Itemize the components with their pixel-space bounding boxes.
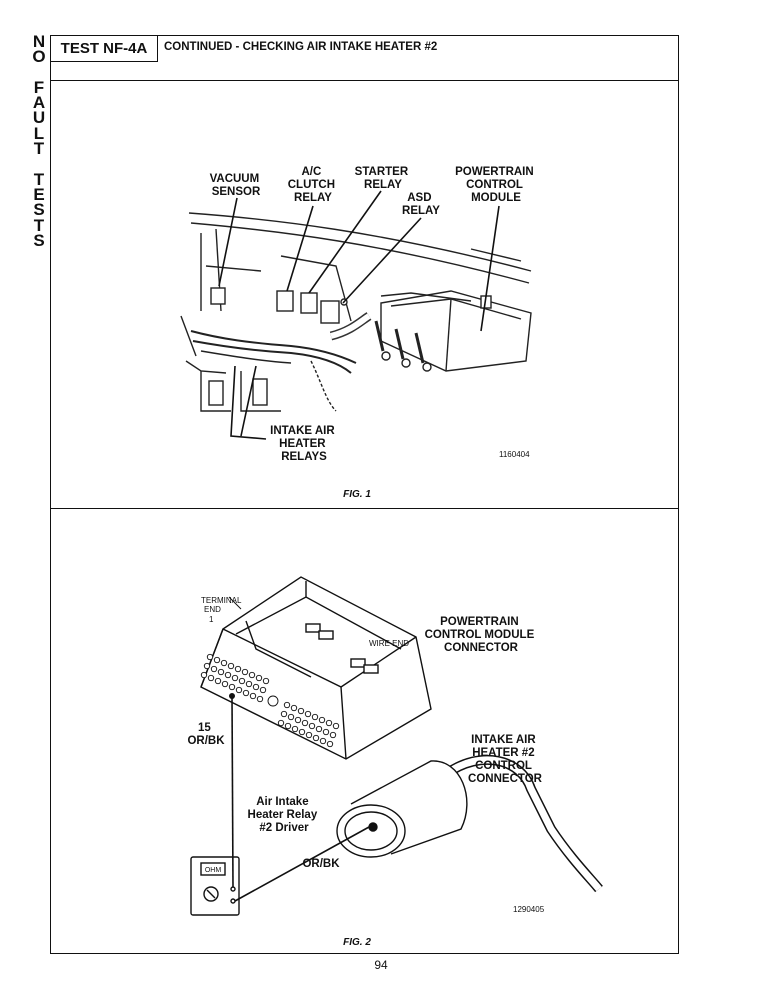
label-intake-air-heater-2-connector: INTAKE AIR HEATER #2 CONTROL CONNECTOR bbox=[468, 734, 543, 785]
figure-1-drawing: VACUUM SENSOR A/C CLUTCH RELAY STARTER R… bbox=[180, 166, 537, 500]
figure-2-drawing: OHM TERMINAL END 1 WIRE END POWERTRAIN C… bbox=[187, 576, 603, 948]
figure-2-caption: FIG. 2 bbox=[343, 937, 371, 948]
side-tab-letter: F bbox=[33, 77, 45, 97]
label-ac-clutch-relay: A/C CLUTCH RELAY bbox=[288, 166, 338, 204]
side-tab-letter: O bbox=[32, 47, 46, 67]
label-powertrain-control-module: POWERTRAIN CONTROL MODULE bbox=[455, 166, 537, 204]
figure-2-panel: OHM TERMINAL END 1 WIRE END POWERTRAIN C… bbox=[51, 509, 678, 953]
side-tab-letter: L bbox=[33, 123, 45, 143]
side-tab-no-fault-tests: N O F A U L T T E S T S bbox=[30, 32, 48, 250]
test-id-box: TEST NF-4A bbox=[50, 35, 158, 62]
side-tab-letter: T bbox=[33, 169, 45, 189]
label-pin-15: 15 OR/BK bbox=[187, 722, 225, 747]
label-intake-air-heater-relays: INTAKE AIR HEATER RELAYS bbox=[270, 425, 338, 463]
label-terminal-one: 1 bbox=[209, 615, 214, 624]
label-starter-relay: STARTER RELAY bbox=[355, 166, 412, 191]
ohmmeter bbox=[190, 856, 240, 916]
side-tab-letter: T bbox=[33, 215, 45, 235]
side-tab-letter: E bbox=[33, 184, 45, 204]
label-asd-relay: ASD RELAY bbox=[402, 192, 440, 217]
label-wire-color: OR/BK bbox=[302, 858, 340, 870]
side-tab-letter: A bbox=[32, 93, 46, 113]
label-heater-relay-driver: Air Intake Heater Relay #2 Driver bbox=[248, 796, 321, 834]
label-wire-end: WIRE END bbox=[369, 639, 409, 648]
page-frame: TEST NF-4A CONTINUED - CHECKING AIR INTA… bbox=[50, 35, 679, 954]
label-pcm-connector: POWERTRAIN CONTROL MODULE CONNECTOR bbox=[425, 616, 538, 654]
figure-2-part-number: 1290405 bbox=[513, 905, 545, 914]
side-tab-letter: U bbox=[32, 108, 46, 128]
side-tab-letter: T bbox=[33, 139, 45, 159]
page-number: 94 bbox=[374, 958, 388, 972]
side-tab-letter: N bbox=[32, 32, 46, 51]
test-header: TEST NF-4A CONTINUED - CHECKING AIR INTA… bbox=[50, 35, 678, 81]
figure-1-panel: VACUUM SENSOR A/C CLUTCH RELAY STARTER R… bbox=[51, 81, 678, 509]
header-title: CONTINUED - CHECKING AIR INTAKE HEATER #… bbox=[164, 41, 438, 53]
label-terminal-end: TERMINAL END bbox=[201, 596, 243, 614]
side-tab-letter: S bbox=[33, 230, 45, 250]
side-tab-letter: S bbox=[33, 200, 45, 220]
meter-display: OHM bbox=[205, 867, 222, 874]
label-vacuum-sensor: VACUUM SENSOR bbox=[210, 173, 263, 198]
figure-1-part-number: 1160404 bbox=[499, 450, 530, 459]
figure-1-caption: FIG. 1 bbox=[343, 489, 371, 500]
